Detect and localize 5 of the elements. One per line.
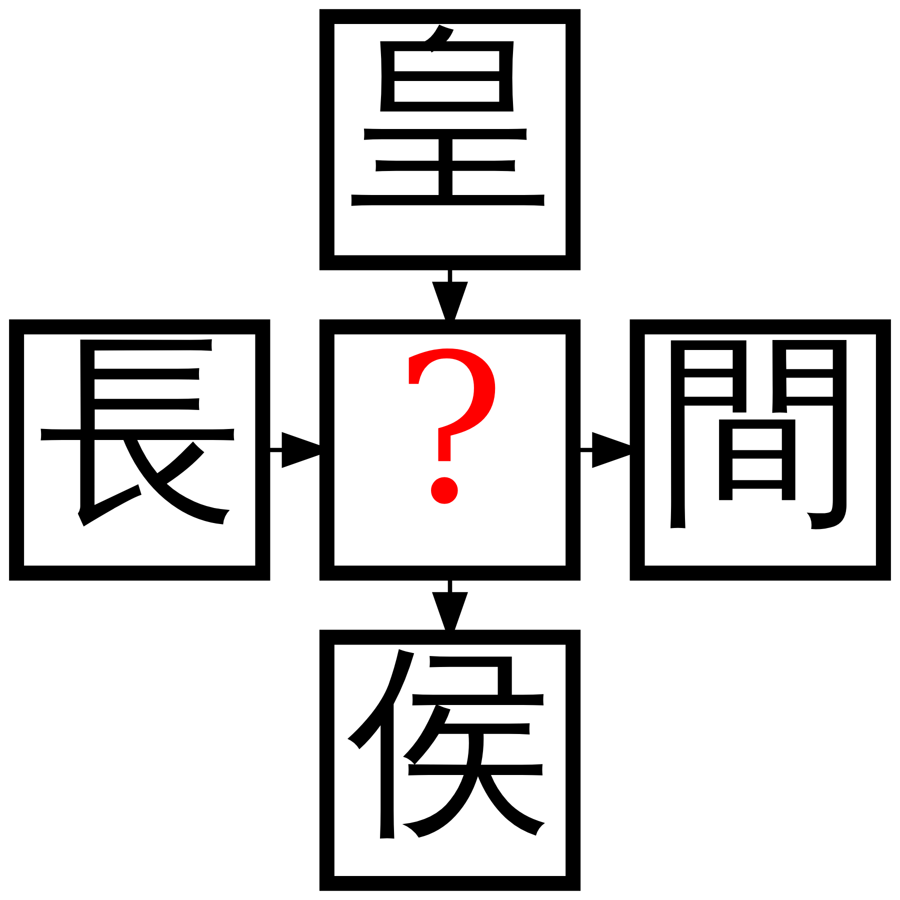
- node-box: 長: [9, 319, 270, 581]
- node-box: 間: [630, 319, 891, 581]
- node-box: ?: [319, 319, 581, 581]
- node-box: 侯: [319, 630, 581, 891]
- node-box: 皇: [319, 9, 581, 270]
